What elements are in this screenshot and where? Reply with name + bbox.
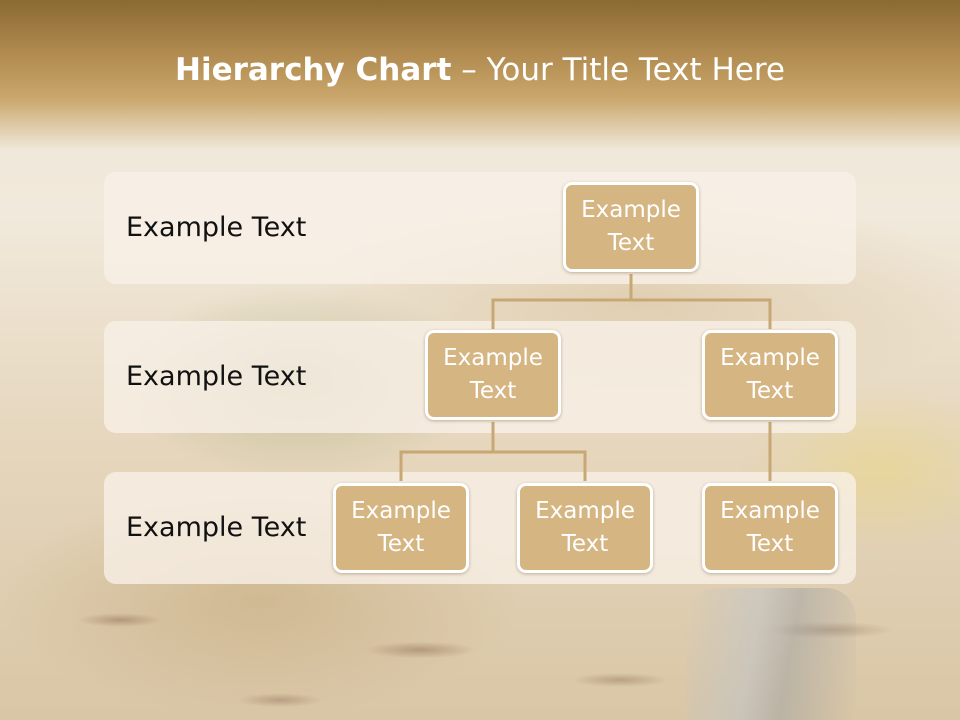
level-label-1[interactable]: Example Text xyxy=(126,212,307,243)
node-level3-c[interactable]: Example Text xyxy=(702,483,838,573)
level-label-2[interactable]: Example Text xyxy=(126,361,307,392)
node-level2-left-text: Example Text xyxy=(443,345,543,404)
connector-root-to-level2 xyxy=(491,274,772,329)
title-bold-part: Hierarchy Chart xyxy=(175,52,452,88)
title-rest-part: Your Title Text Here xyxy=(486,52,785,88)
title-bar xyxy=(0,0,960,150)
node-level2-left[interactable]: Example Text xyxy=(425,330,561,420)
slide-title[interactable]: Hierarchy Chart – Your Title Text Here xyxy=(0,52,960,88)
node-level3-a[interactable]: Example Text xyxy=(333,483,469,573)
level-band-1: Example Text xyxy=(104,172,856,284)
node-level3-c-text: Example Text xyxy=(720,498,820,557)
node-root-text: Example Text xyxy=(581,197,681,256)
node-level2-right-text: Example Text xyxy=(720,345,820,404)
node-level3-a-text: Example Text xyxy=(351,498,451,557)
node-level3-b-text: Example Text xyxy=(535,498,635,557)
connector-left-to-level3 xyxy=(399,422,587,481)
title-separator: – xyxy=(451,52,487,88)
node-level3-b[interactable]: Example Text xyxy=(517,483,653,573)
background-fork xyxy=(686,588,856,720)
node-root[interactable]: Example Text xyxy=(563,182,699,272)
level-label-3[interactable]: Example Text xyxy=(126,512,307,543)
node-level2-right[interactable]: Example Text xyxy=(702,330,838,420)
